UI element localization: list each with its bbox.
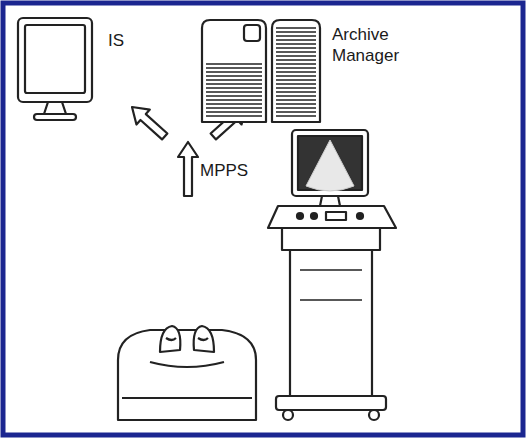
server-tower xyxy=(272,20,320,122)
monitor-bezel xyxy=(18,18,92,102)
monitor-base xyxy=(34,114,76,120)
monitor-screen xyxy=(25,25,85,93)
sheet-fold xyxy=(150,362,224,367)
server-slots xyxy=(206,28,316,116)
monitor-arm xyxy=(320,196,340,206)
signal-label: MPPS xyxy=(200,160,248,181)
wheel xyxy=(283,410,293,420)
server-icon xyxy=(202,20,320,122)
node-outline xyxy=(14,14,152,124)
monitor-screen xyxy=(298,136,362,190)
machine-upper-body xyxy=(282,228,380,250)
ultrasound-machine xyxy=(268,130,396,420)
archive-node: Archive Manager xyxy=(198,14,428,124)
bed-edge xyxy=(122,397,252,399)
wheel xyxy=(369,410,379,420)
workstation-node: IS xyxy=(14,14,152,124)
monitor-neck xyxy=(44,102,66,114)
control-pad xyxy=(326,212,346,220)
patient-body xyxy=(118,330,256,420)
server-tower xyxy=(202,20,266,122)
control-knob xyxy=(311,213,317,219)
node-label: IS xyxy=(108,30,148,51)
node-label: Archive Manager xyxy=(332,24,424,66)
control-knob xyxy=(357,213,363,219)
ultrasound-image xyxy=(306,140,354,191)
server-drive-bay xyxy=(244,25,260,41)
frame-border xyxy=(3,3,523,435)
drawer-lines xyxy=(300,270,362,300)
monitor-icon xyxy=(18,18,92,120)
up-arrow xyxy=(178,142,198,196)
left-arrow xyxy=(125,100,171,144)
control-knob xyxy=(297,213,303,219)
control-panel xyxy=(268,206,396,228)
foot-detail xyxy=(166,338,208,340)
node-outline xyxy=(198,14,428,124)
machine-base xyxy=(276,396,386,410)
machine-monitor xyxy=(292,130,368,196)
patient-bed xyxy=(118,326,256,420)
machine-body xyxy=(290,250,372,396)
